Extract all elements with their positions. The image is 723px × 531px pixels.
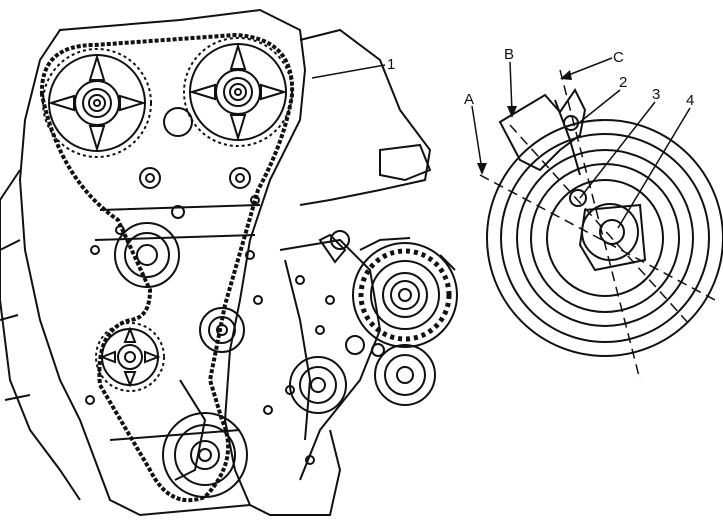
water-pump-pulley	[114, 222, 180, 288]
callout-4: 4	[686, 92, 694, 109]
callout-1: 1	[387, 56, 395, 73]
callout-B: B	[504, 46, 514, 63]
leader-lines	[311, 57, 691, 229]
callout-A: A	[464, 91, 474, 108]
crankshaft-pulley	[162, 412, 248, 498]
arrowheads	[477, 70, 572, 175]
camshaft-sprocket-right	[183, 37, 293, 147]
timing-belt	[39, 32, 295, 503]
camshaft-sprocket-left	[42, 48, 152, 158]
callout-C: C	[613, 49, 624, 66]
reference-lines	[479, 69, 716, 381]
accessory-pulleys	[289, 335, 436, 414]
tensioner-detail	[486, 88, 723, 357]
crankshaft-sprocket	[95, 322, 165, 392]
callout-2: 2	[619, 74, 627, 91]
alternator	[352, 237, 458, 348]
callout-3: 3	[652, 86, 660, 103]
